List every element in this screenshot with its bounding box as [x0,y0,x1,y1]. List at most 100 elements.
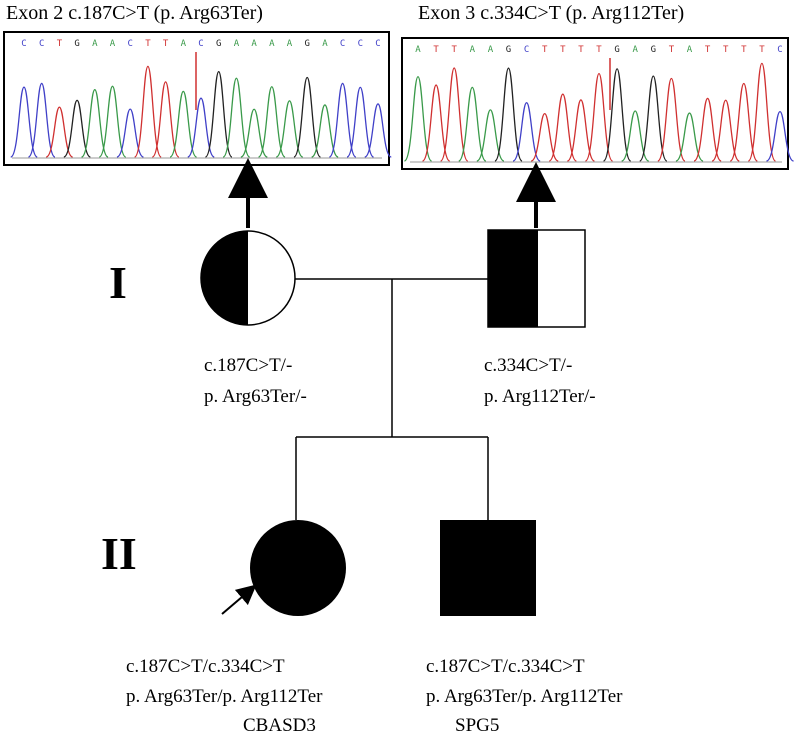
trace-peak [494,67,523,162]
brother-protein: p. Arg63Ter/p. Arg112Ter [426,686,623,707]
brother-symbol [440,520,536,616]
trace-peak [133,65,162,158]
base-letter: A [322,39,328,49]
base-letter: T [451,45,457,55]
trace-peak [151,81,180,158]
base-letter: G [651,45,656,55]
trace-peak [765,110,795,162]
trace-peak [187,97,215,158]
trace-peak [240,108,269,158]
proband-genotype: c.187C>T/c.334C>T [126,656,285,677]
base-letter: C [777,45,782,55]
brother-genotype: c.187C>T/c.334C>T [426,656,585,677]
trace-peak [328,82,357,158]
trace-peak [222,77,251,158]
proband-arrow [221,584,257,615]
base-letter: A [470,45,476,55]
trace-peak [675,112,704,162]
right-chromatogram-title: Exon 3 c.334C>T (p. Arg112Ter) [418,2,685,24]
base-letter: C [39,39,44,49]
trace-peak [512,102,541,162]
trace-peak [657,77,686,162]
left-traces [10,65,392,158]
proband-symbol [250,520,346,616]
trace-peak [530,112,559,162]
base-letter: T [723,45,729,55]
father-genotype: c.334C>T/- [484,355,573,376]
base-letter: A [287,39,293,49]
base-letter: T [57,39,63,49]
trace-peak [204,71,233,158]
base-letter: T [741,45,747,55]
trace-peak [275,100,304,158]
base-letter: T [596,45,602,55]
generation-label-ii: II [101,528,137,579]
trace-peak [693,97,722,162]
trace-peak [346,86,375,158]
base-letter: T [759,45,765,55]
base-letter: C [524,45,529,55]
base-letter: G [614,45,619,55]
base-letter: G [74,39,79,49]
base-letter: T [433,45,439,55]
trace-peak [10,86,38,158]
father-symbol [487,229,586,328]
base-letter: T [163,39,169,49]
base-letter: T [145,39,151,49]
base-letter: C [127,39,132,49]
generation-label-i: I [109,257,127,308]
trace-peak [566,99,596,162]
base-letter: A [251,39,257,49]
trace-peak [98,85,127,158]
base-letter: A [687,45,693,55]
base-letter: A [632,45,638,55]
trace-peak [747,62,777,162]
base-letter: T [542,45,548,55]
base-letter: C [21,39,26,49]
base-letter: C [340,39,345,49]
trace-peak [27,82,56,158]
base-letter: A [234,39,240,49]
proband-diagnosis: CBASD3 [243,715,316,736]
trace-peak [63,99,92,158]
mother-protein: p. Arg63Ter/- [204,386,307,407]
trace-peak [45,106,74,158]
proband-protein: p. Arg63Ter/p. Arg112Ter [126,686,323,707]
trace-peak [458,86,487,162]
trace-peak [364,103,392,158]
trace-peak [169,90,198,158]
left-chromatogram-title: Exon 2 c.187C>T (p. Arg63Ter) [6,2,263,24]
base-letter: G [506,45,511,55]
trace-peak [311,104,339,158]
father-protein: p. Arg112Ter/- [484,386,596,407]
trace-peak [439,67,469,162]
base-letter: T [669,45,675,55]
trace-peak [729,82,759,162]
right-traces [403,62,795,162]
base-letter: T [578,45,584,55]
base-letter: A [488,45,494,55]
base-letter: G [216,39,221,49]
base-letter: A [181,39,187,49]
trace-peak [639,75,668,162]
base-letter: A [92,39,98,49]
trace-peak [711,99,740,162]
base-letter: C [358,39,363,49]
base-letter: T [705,45,711,55]
base-letter: C [375,39,380,49]
trace-peak [403,76,433,162]
base-letter: T [560,45,566,55]
base-letter: A [110,39,116,49]
trace-peak [421,84,451,162]
brother-diagnosis: SPG5 [455,715,500,736]
base-letter: A [415,45,421,55]
trace-peak [293,76,322,158]
mother-genotype: c.187C>T/- [204,355,293,376]
trace-peak [80,89,109,158]
base-letter: A [269,39,275,49]
base-letter: C [198,39,203,49]
base-letter: G [304,39,309,49]
